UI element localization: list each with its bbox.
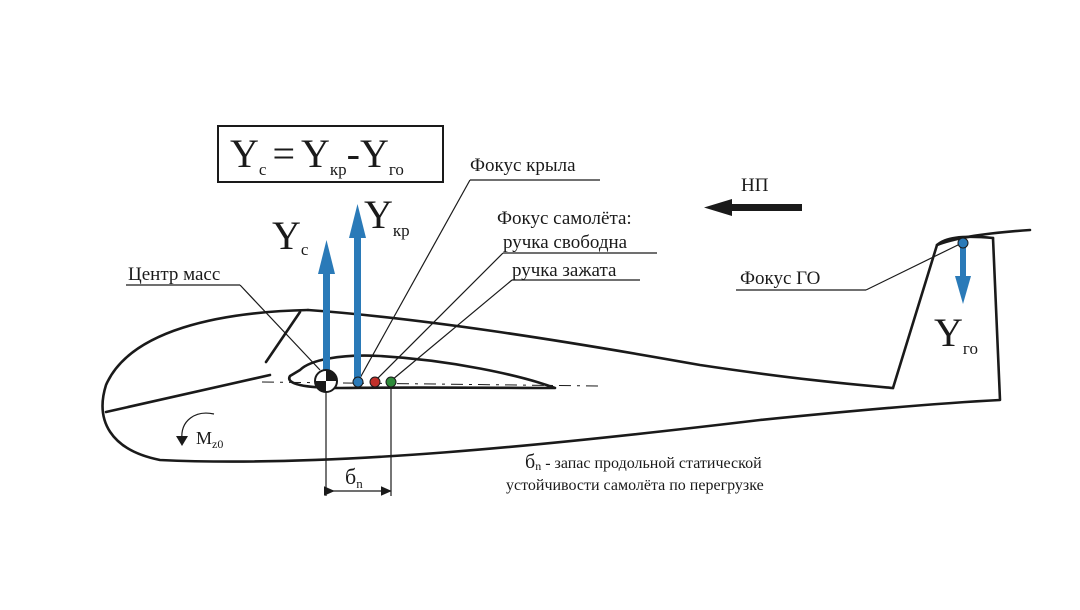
label-tail-focus: Фокус ГО: [740, 268, 820, 289]
label-stick-free: ручка свободна: [503, 232, 628, 253]
label-moment: Mz0: [196, 428, 223, 451]
yc-force-arrow: [318, 240, 335, 380]
label-sigma-n: бn: [345, 464, 363, 491]
fuselage-outline: [101, 236, 1002, 463]
tail-focus-point: [957, 237, 969, 249]
formula: Yс=Yкр-Yго: [230, 131, 404, 179]
wing-focus-point: [352, 376, 364, 388]
leader-tail-focus-diag: [865, 242, 963, 291]
stick-fixed-focus-point: [385, 376, 397, 388]
leader-wing-focus-diag: [359, 179, 471, 379]
center-of-mass-symbol: [314, 369, 338, 393]
label-ykr: Yкр: [364, 192, 410, 240]
label-ygo: Yго: [934, 310, 978, 358]
label-center-of-mass: Центр масс: [128, 264, 220, 285]
label-np: НП: [741, 175, 769, 196]
fuselage-top-line: [306, 308, 895, 390]
note-line-2: устойчивости самолёта по перегрузке: [506, 477, 764, 494]
horizontal-tail: [935, 235, 995, 247]
canopy-line: [264, 310, 302, 364]
note-line-1: бn - запас продольной статической: [525, 451, 762, 473]
canopy-lower-line: [104, 373, 272, 414]
label-aircraft-focus: Фокус самолёта:: [497, 208, 632, 229]
label-wing-focus: Фокус крыла: [470, 155, 576, 176]
leader-center-mass-diag: [239, 284, 321, 371]
moment-arc: [181, 412, 215, 441]
label-stick-fixed: ручка зажата: [512, 260, 617, 281]
ykr-force-arrow: [349, 204, 366, 380]
moment-arrowhead: [176, 436, 188, 446]
formula-box: [217, 125, 444, 183]
stick-free-focus-point: [369, 376, 381, 388]
np-flow-arrow: [704, 199, 802, 216]
leader-stick-free-diag: [375, 252, 504, 381]
label-yc: Yс: [272, 213, 309, 259]
ygo-force-arrow: [955, 245, 971, 304]
leader-stick-fixed-diag: [391, 279, 513, 381]
